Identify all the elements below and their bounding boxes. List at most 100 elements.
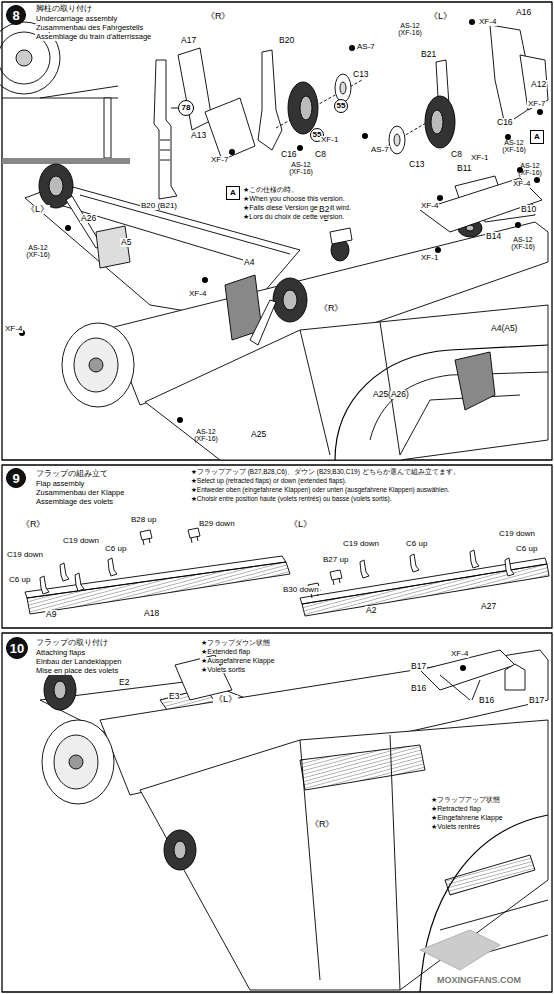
part-label: Zusammenbau des Fahrgestells [35, 24, 144, 32]
part-label: XF-4 [188, 290, 207, 298]
part-label: AS-7 [370, 146, 390, 154]
part-label: C6 up [515, 545, 538, 553]
part-label: E2 [118, 678, 130, 687]
part-label: XF-4 [450, 650, 469, 658]
part-label: C16 [496, 118, 514, 127]
part-label: C19 down [62, 537, 100, 545]
part-label: XF-1 [470, 154, 489, 162]
part-label: B14 [485, 232, 502, 241]
part-label: ★Entweder oben (eingefahrene Klappen) od… [190, 487, 450, 494]
part-label: フラップの取り付け [35, 639, 109, 647]
part-label: C19 down [6, 551, 44, 559]
part-label: B11 [456, 164, 473, 173]
part-label: C6 up [405, 540, 428, 548]
part-label: ★フラップアップ状態 [430, 796, 501, 803]
part-label: B21 [420, 50, 437, 59]
part-label: A16 [515, 8, 532, 17]
part-label: A9 [45, 610, 57, 619]
version-box: A [226, 186, 240, 200]
part-label: A18 [143, 609, 160, 618]
part-label: ★Lors du choix de cette version. [242, 213, 345, 220]
part-label: Attaching flaps [35, 649, 86, 657]
part-label: Undercarriage assembly [35, 15, 118, 23]
part-label: AS-12 (XF-16) [188, 428, 224, 443]
part-label: B27 up [322, 556, 349, 564]
part-label: 《L》 [428, 12, 453, 21]
part-label: ★Volets rentrés [430, 823, 481, 830]
part-label: B16 [478, 696, 495, 705]
part-label: XF-4 [4, 325, 23, 333]
part-label: ★この仕様の時。 [242, 186, 299, 193]
part-label: B29 down [198, 520, 236, 528]
part-label: A25(A26) [372, 390, 410, 399]
part-label: XF-4 [512, 180, 531, 188]
circled-callout: 78 [178, 100, 194, 116]
part-label: C13 [352, 70, 370, 79]
part-label: C19 down [342, 540, 380, 548]
part-label: AS-12 (XF-16) [283, 161, 319, 176]
part-label: XF-7 [527, 100, 546, 108]
part-label: AS-12 (XF-16) [20, 244, 56, 259]
part-label: Einbau der Landeklappen [35, 658, 123, 666]
part-label: A2 [365, 606, 377, 615]
part-label: A27 [480, 602, 497, 611]
part-label: B10 [520, 205, 537, 214]
part-label: 《R》 [318, 304, 345, 313]
part-label: C6 up [104, 545, 127, 553]
part-label: フラップの組み立て [35, 470, 109, 478]
part-label: ★Falls diese Version gewählt wird. [242, 204, 352, 211]
part-label: E3 [168, 692, 180, 701]
part-label: 《R》 [205, 12, 232, 21]
part-label: ★フラップアップ (B27,B28,C6)、ダウン (B29,B30,C19) … [190, 469, 461, 476]
part-label: A13 [190, 131, 207, 140]
node-text: 55 [337, 102, 346, 110]
part-label: AS-7 [356, 43, 376, 51]
part-label: AS-12 (XF-16) [505, 236, 541, 251]
part-label: ★Extended flap [200, 648, 251, 655]
part-label: A25 [250, 430, 267, 439]
part-label: A4(A5) [490, 324, 518, 333]
part-label: C8 [450, 150, 463, 159]
part-label: ★フラップダウン状態 [200, 639, 271, 646]
part-label: XF-4 [478, 18, 497, 26]
part-label: B17 [410, 662, 427, 671]
part-label: B2 [318, 205, 330, 214]
part-label: ★Retracted flap [430, 805, 482, 812]
part-label: A17 [180, 36, 197, 45]
part-label: B20 [278, 36, 295, 45]
version-box: A [530, 130, 544, 144]
step-number: 8 [6, 5, 26, 25]
part-label: 脚柱の取り付け [35, 5, 93, 13]
part-label: A5 [120, 238, 132, 247]
part-label: B28 up [130, 516, 157, 524]
part-label: Assemblage du train d'atterrissage [35, 33, 152, 41]
part-label: ★Select up (retracted flaps) or down (ex… [190, 478, 347, 485]
node-text: A [230, 189, 236, 197]
part-label: B17 [528, 696, 545, 705]
part-label: Zusammenbau der Klappe [35, 489, 125, 497]
circled-callout: 55 [334, 99, 348, 113]
part-label: B30 down [282, 586, 320, 594]
part-label: B16 [410, 684, 427, 693]
node-text: 9 [12, 472, 19, 485]
part-label: C19 down [498, 530, 536, 538]
part-label: Assemblage des volets [35, 498, 114, 506]
part-label: 《R》 [20, 520, 47, 529]
part-label: 《L》 [288, 520, 313, 529]
part-label: C13 [408, 160, 426, 169]
node-text: A [534, 133, 540, 141]
part-label: A12 [530, 80, 547, 89]
part-label: B20 (B21) [140, 202, 178, 210]
step-number: 9 [6, 468, 26, 488]
part-label: AS-12 (XF-16) [392, 22, 428, 37]
part-label: XF-4 [420, 202, 439, 210]
part-label: A4 [243, 258, 255, 267]
part-label: C16 [280, 150, 298, 159]
part-label: ★Eingefahrene Klappe [430, 814, 504, 821]
part-label: Mise en place des volets [35, 667, 119, 675]
node-text: 78 [182, 104, 191, 112]
part-label: ★Choisir entre position haute (volets re… [190, 496, 393, 503]
part-label: ★Ausgefahrene Klappe [200, 657, 276, 664]
part-label: XF-7 [210, 156, 229, 164]
part-label: XF-1 [420, 254, 439, 262]
